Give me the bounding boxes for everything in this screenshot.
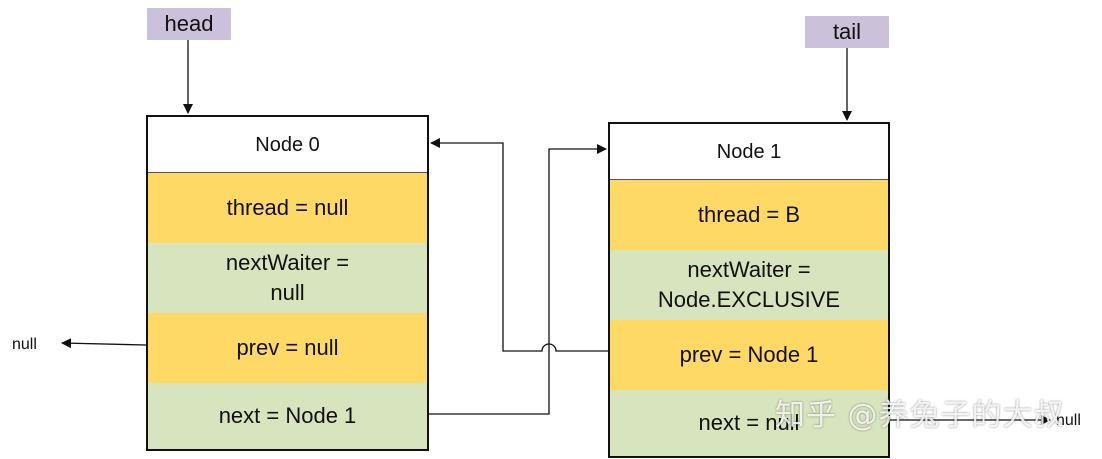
node-0-next-field: next = Node 1 bbox=[148, 383, 427, 449]
node-0-box: Node 0 thread = null nextWaiter = null p… bbox=[146, 115, 429, 451]
node-0-title: Node 0 bbox=[148, 117, 427, 173]
null-left-label: null bbox=[12, 336, 37, 353]
node-1-title: Node 1 bbox=[610, 124, 888, 180]
node-1-thread-field: thread = B bbox=[610, 180, 888, 250]
node-0-prev-field: prev = null bbox=[148, 313, 427, 383]
head-label: head bbox=[147, 8, 231, 40]
node-1-box: Node 1 thread = B nextWaiter = Node.EXCL… bbox=[608, 122, 890, 458]
node-1-nextwaiter-field: nextWaiter = Node.EXCLUSIVE bbox=[610, 250, 888, 320]
node-1-next-field: next = null bbox=[610, 390, 888, 456]
null-right-label: null bbox=[1056, 412, 1081, 429]
node-0-nextwaiter-field: nextWaiter = null bbox=[148, 243, 427, 313]
watermark-text: 知乎 @养兔子的大叔 bbox=[775, 398, 1065, 433]
node-0-prev-arrow bbox=[61, 338, 147, 349]
node-0-next-arrow bbox=[429, 144, 607, 415]
node-0-thread-field: thread = null bbox=[148, 173, 427, 243]
tail-label: tail bbox=[805, 16, 889, 48]
node-1-prev-field: prev = Node 1 bbox=[610, 320, 888, 390]
node-1-prev-arrow bbox=[430, 138, 608, 352]
